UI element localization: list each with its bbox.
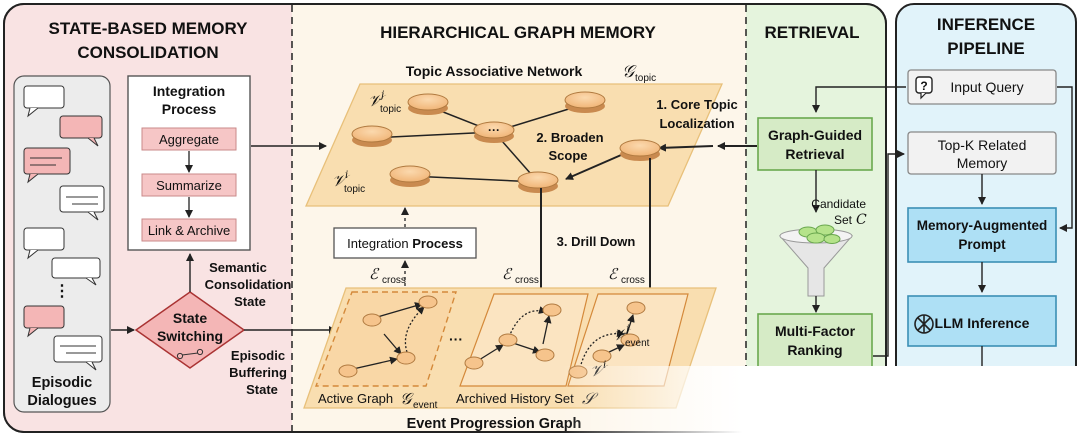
topic-network-sub: topic bbox=[635, 73, 656, 84]
retrieval-title: RETRIEVAL bbox=[764, 23, 859, 42]
v-topic-j-sup: j bbox=[379, 90, 384, 101]
consolidation-title: STATE-BASED MEMORY bbox=[49, 19, 249, 38]
e-cross-mid: ℰ bbox=[502, 265, 513, 283]
semantic-state-label: Semantic bbox=[209, 260, 267, 275]
dialogues-label: Episodic bbox=[32, 375, 92, 391]
consolidation-title-line2: CONSOLIDATION bbox=[77, 43, 218, 62]
chat-bubble-icon bbox=[23, 305, 65, 338]
integration-title: Integration bbox=[153, 83, 225, 99]
topic-node bbox=[564, 91, 606, 113]
archived-label: Archived History Set bbox=[456, 391, 574, 406]
candidate-symbol: C bbox=[856, 212, 867, 228]
inference-title: INFERENCE bbox=[937, 15, 1035, 34]
topic-network-symbol: 𝒢 bbox=[622, 62, 637, 82]
v-event-j-sup: j bbox=[624, 324, 629, 335]
v-event-i-sup: i bbox=[603, 360, 606, 371]
topic-node bbox=[407, 93, 449, 115]
graph-guided-label-line2: Retrieval bbox=[785, 146, 844, 162]
dialogues-label-line2: Dialogues bbox=[27, 393, 96, 409]
state-switching-label: State bbox=[173, 310, 207, 326]
integration-process-center bbox=[333, 227, 477, 259]
graph-guided-retrieval-box bbox=[757, 117, 873, 171]
e-cross-left-sub: cross bbox=[382, 275, 406, 286]
link-archive-label: Link & Archive bbox=[148, 223, 230, 238]
topk-label: Top-K Related bbox=[938, 137, 1027, 153]
memory-augmented-prompt-box bbox=[907, 207, 1057, 263]
e-cross-right: ℰ bbox=[608, 265, 619, 283]
active-graph-box bbox=[314, 291, 457, 387]
chat-bubble-icon bbox=[23, 147, 71, 184]
semantic-state-label-line2: Consolidation bbox=[205, 277, 292, 292]
episodic-state-label-line3: State bbox=[246, 382, 278, 397]
prompt-label-line2: Prompt bbox=[958, 237, 1006, 252]
ranking-label: Multi-Factor bbox=[775, 323, 856, 339]
active-graph-sub: event bbox=[413, 400, 438, 411]
candidate-label: Candidate bbox=[811, 197, 866, 211]
semantic-state-label-line3: State bbox=[234, 294, 266, 309]
e-cross-left: ℰ bbox=[369, 265, 380, 283]
fade-overlay bbox=[560, 366, 1080, 436]
link-archive-step bbox=[141, 218, 237, 242]
v-topic-i-sub: topic bbox=[344, 184, 365, 195]
episodic-state-label-line2: Buffering bbox=[229, 365, 287, 380]
ranking-label-line2: Ranking bbox=[787, 342, 842, 358]
dialogue-ellipsis: ⋮ bbox=[54, 283, 70, 300]
topic-node bbox=[473, 121, 515, 143]
chat-bubble-icon bbox=[59, 185, 105, 221]
event-graph-label: Event Progression Graph bbox=[407, 416, 582, 432]
chat-bubble-icon bbox=[23, 85, 65, 118]
chat-bubble-icon bbox=[51, 257, 101, 286]
integration-title-line2: Process bbox=[162, 101, 217, 117]
chat-bubble-icon bbox=[23, 227, 65, 260]
funnel-icon bbox=[778, 224, 854, 297]
prompt-label: Memory-Augmented bbox=[917, 218, 1048, 233]
topic-node bbox=[389, 165, 431, 187]
topk-label-line2: Memory bbox=[957, 155, 1008, 171]
topic-node bbox=[517, 171, 559, 193]
state-switching-label-line2: Switching bbox=[157, 328, 223, 344]
chat-bubble-icon bbox=[59, 115, 103, 147]
graph-guided-label: Graph-Guided bbox=[768, 127, 862, 143]
e-cross-mid-sub: cross bbox=[515, 275, 539, 286]
step2-label-line2: Scope bbox=[548, 148, 587, 163]
llm-logo-icon bbox=[914, 314, 934, 334]
input-query-label: Input Query bbox=[950, 79, 1023, 95]
state-switching-diamond bbox=[134, 291, 246, 369]
step1-label-line2: Localization bbox=[659, 116, 734, 131]
aggregate-step bbox=[141, 127, 237, 151]
step3-label: 3. Drill Down bbox=[557, 234, 636, 249]
multi-factor-ranking-box bbox=[757, 313, 873, 377]
v-event-j-sub: event bbox=[625, 338, 650, 349]
aggregate-label: Aggregate bbox=[159, 132, 219, 147]
event-ellipsis: ··· bbox=[449, 331, 463, 347]
active-graph-label: Active Graph bbox=[318, 391, 393, 406]
question-icon: ? bbox=[915, 76, 933, 100]
e-cross-right-sub: cross bbox=[621, 275, 645, 286]
step1-label: 1. Core Topic bbox=[656, 97, 737, 112]
svg-text:?: ? bbox=[920, 79, 927, 93]
inference-title-line2: PIPELINE bbox=[947, 39, 1024, 58]
episodic-state-label: Episodic bbox=[231, 348, 285, 363]
summarize-step bbox=[141, 173, 237, 197]
topic-node-core bbox=[619, 139, 661, 161]
graph-title: HIERARCHICAL GRAPH MEMORY bbox=[380, 23, 656, 42]
candidate-label-line2: Set bbox=[834, 213, 853, 227]
step2-label: 2. Broaden bbox=[536, 130, 603, 145]
v-topic-j-sub: topic bbox=[380, 104, 401, 115]
topic-node bbox=[351, 125, 393, 147]
integration-center-label: Integration Process bbox=[347, 236, 463, 251]
summarize-label: Summarize bbox=[156, 178, 222, 193]
llm-label: LLM Inference bbox=[935, 315, 1030, 331]
active-graph-symbol: 𝒢 bbox=[400, 389, 414, 408]
switch-icon bbox=[176, 348, 204, 360]
chat-bubble-icon bbox=[53, 335, 103, 371]
topic-ellipsis: ··· bbox=[488, 123, 500, 137]
topic-network-label: Topic Associative Network bbox=[406, 63, 583, 79]
event-edges bbox=[352, 302, 635, 370]
input-query-box bbox=[907, 69, 1057, 105]
v-topic-i-sup: i bbox=[345, 170, 348, 181]
